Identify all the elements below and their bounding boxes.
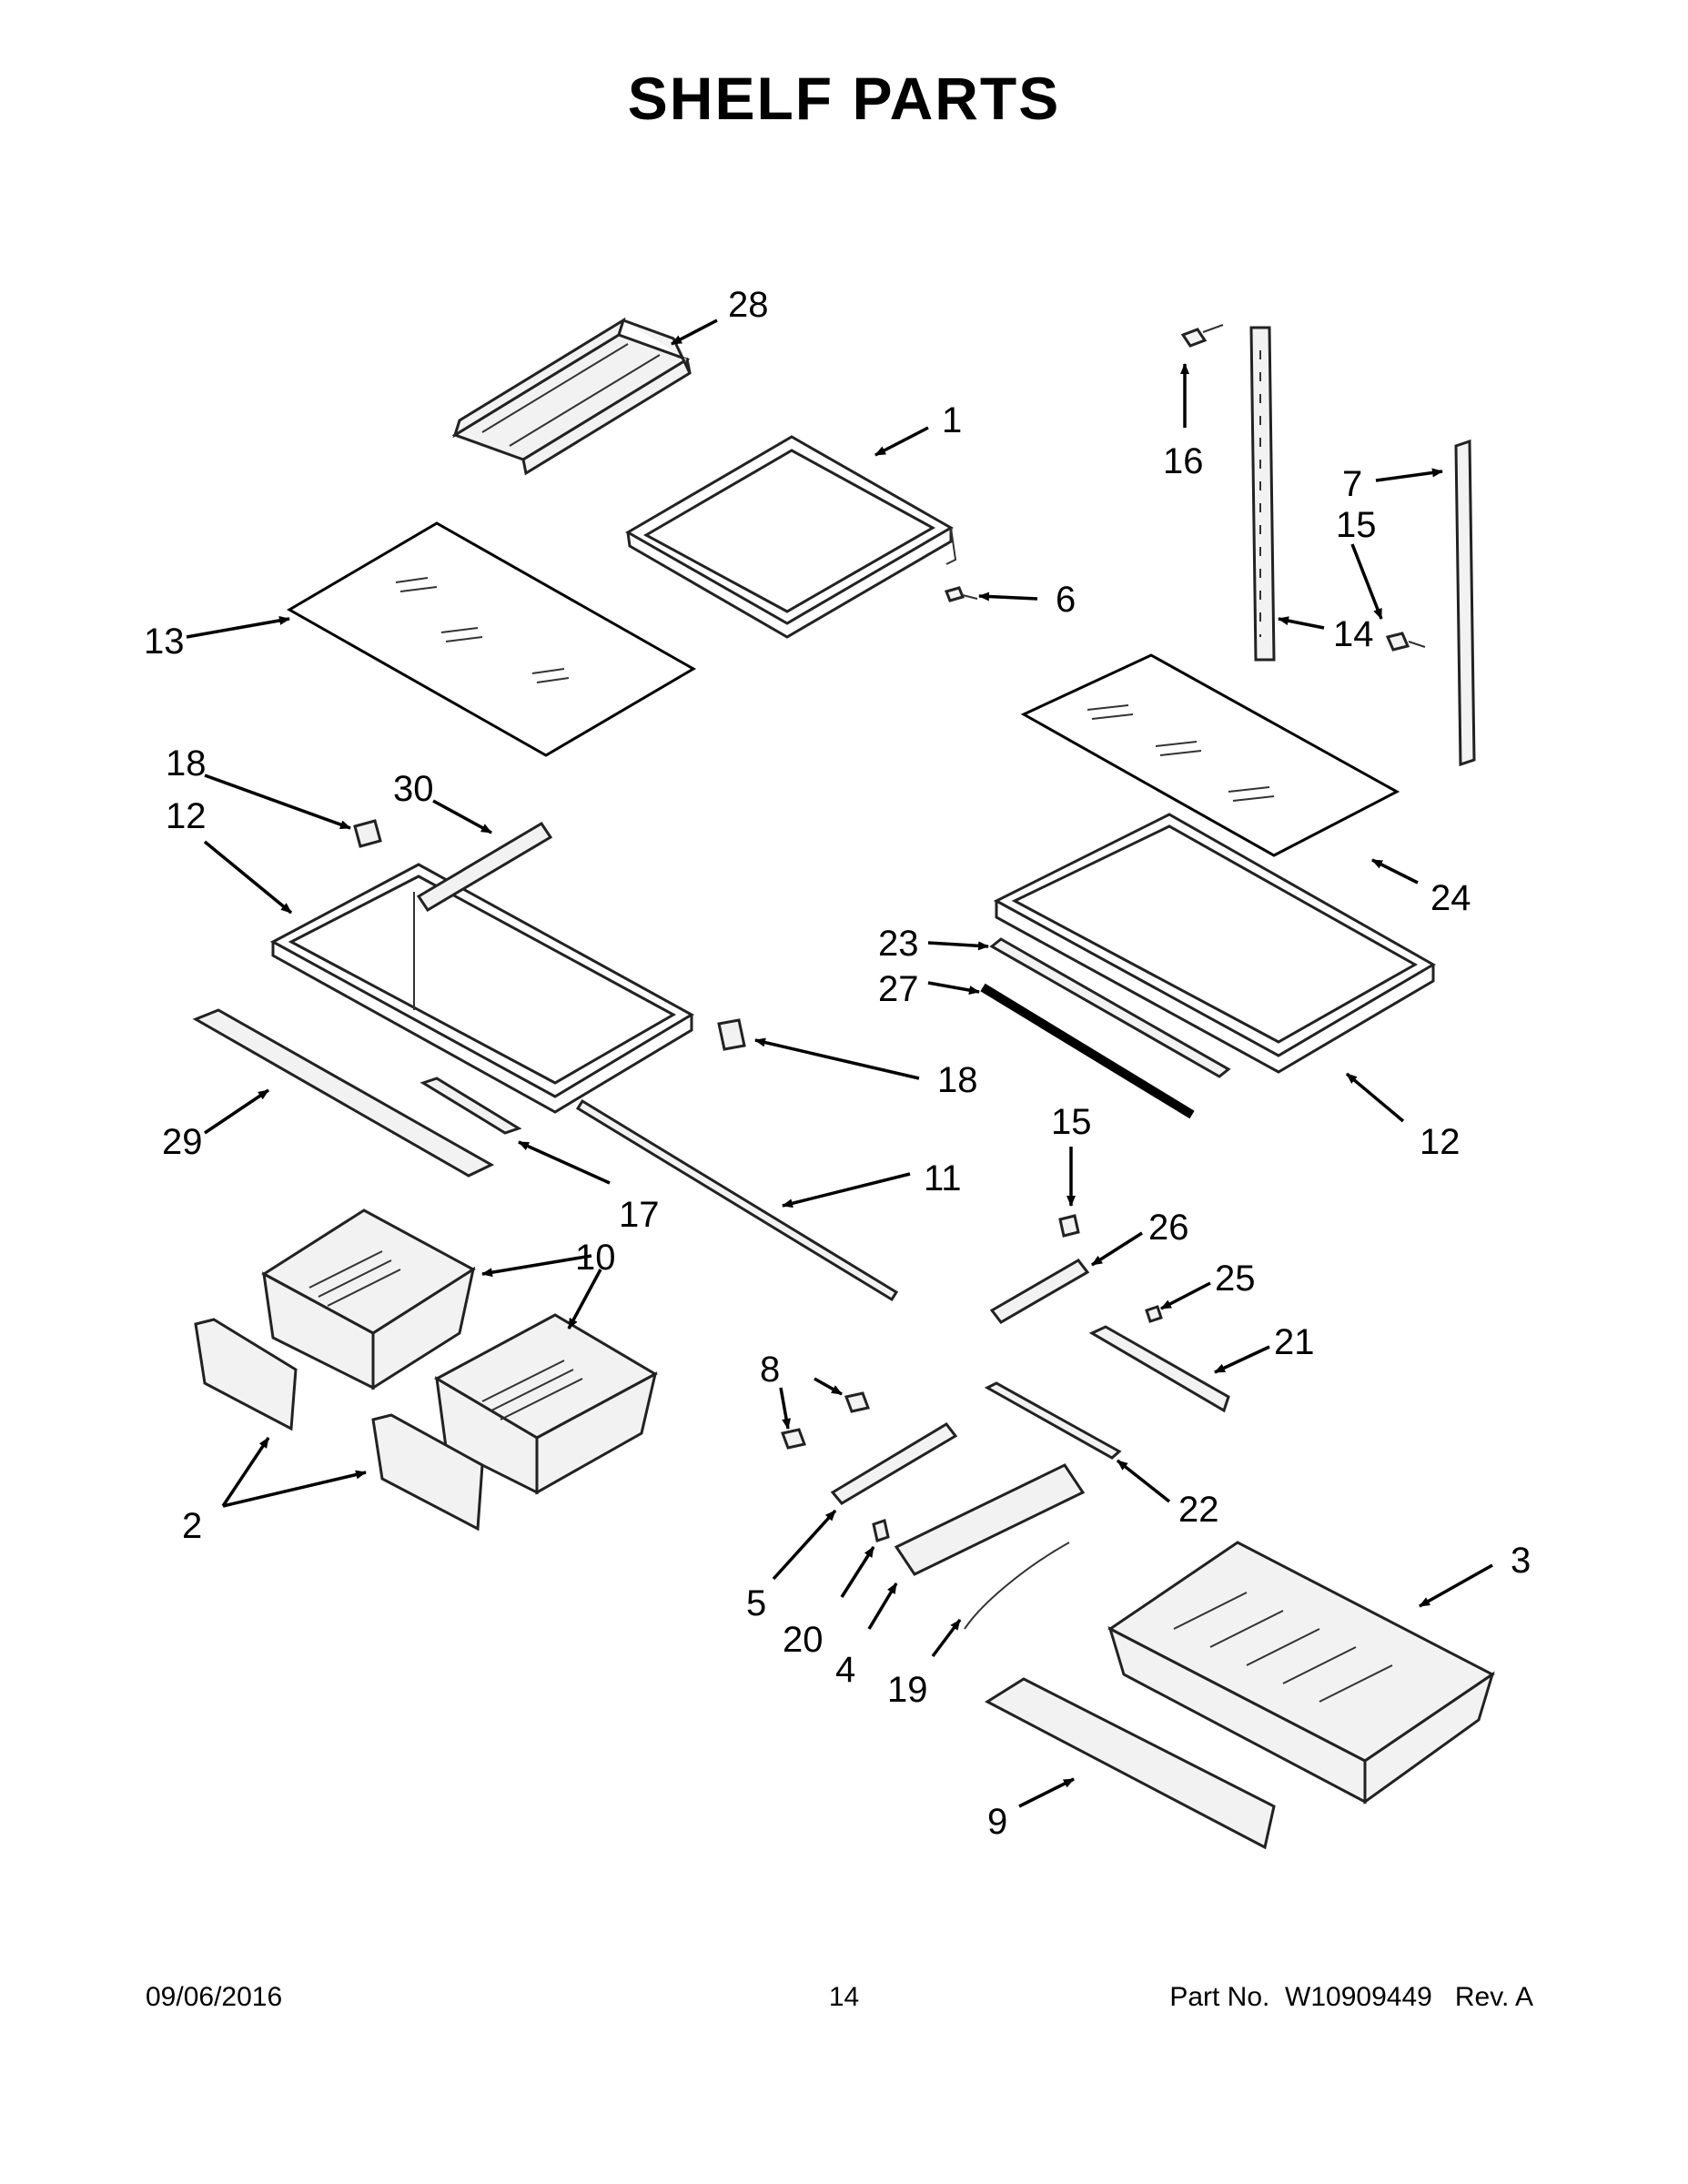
part-18-bracket-top <box>353 819 382 848</box>
callout-15-lower: 15 <box>1051 1102 1092 1142</box>
callout-27: 27 <box>878 969 919 1009</box>
part-2-bin-front-left <box>194 1318 298 1431</box>
part-10-crisper-bin-left <box>261 1208 476 1390</box>
part-22-bracket <box>984 1381 1122 1460</box>
part-12-shelf-frame-right <box>993 813 1436 1074</box>
part-17-slide <box>419 1077 522 1135</box>
callout-29: 29 <box>162 1122 203 1162</box>
part-8-screw-lower <box>780 1428 807 1450</box>
callout-14: 14 <box>1333 614 1374 654</box>
page-title: SHELF PARTS <box>627 65 1061 132</box>
part-29-front-trim <box>192 1008 495 1178</box>
callout-2: 2 <box>182 1506 202 1546</box>
callout-21: 21 <box>1274 1322 1315 1362</box>
callout-30: 30 <box>393 769 434 809</box>
footer-date: 09/06/2016 <box>146 1982 283 2012</box>
callout-18-upper: 18 <box>166 743 207 784</box>
leader-lines <box>186 318 1493 1808</box>
callout-16: 16 <box>1163 441 1204 481</box>
callout-labels: 28 1 16 7 15 13 6 14 18 30 12 24 23 27 2… <box>144 285 1531 1842</box>
part-21-bracket <box>1088 1325 1230 1413</box>
part-5-bracket <box>830 1422 958 1505</box>
callout-10: 10 <box>575 1238 616 1278</box>
callout-12-right: 12 <box>1420 1122 1461 1162</box>
part-8-screw-upper <box>844 1391 871 1413</box>
part-18-bracket-bottom <box>717 1018 746 1051</box>
callout-19: 19 <box>887 1670 928 1710</box>
part-19-wire <box>964 1542 1070 1630</box>
callout-4: 4 <box>835 1650 855 1690</box>
part-10-crisper-bin-right <box>433 1313 659 1495</box>
callout-12-left: 12 <box>166 796 207 836</box>
callout-17: 17 <box>619 1195 660 1235</box>
part-label: Part No. <box>1169 1982 1270 2012</box>
callout-26: 26 <box>1148 1208 1189 1248</box>
callout-13: 13 <box>144 622 185 662</box>
callout-11: 11 <box>924 1158 962 1198</box>
callout-23: 23 <box>878 924 919 964</box>
footer-part-number: Part No. W10909449 Rev. A <box>1169 1982 1533 2013</box>
part-26-bracket <box>989 1259 1090 1324</box>
callout-5: 5 <box>746 1583 766 1623</box>
callout-18-lower: 18 <box>937 1060 978 1100</box>
callout-6: 6 <box>1056 580 1076 620</box>
part-15-screw <box>1385 632 1426 652</box>
callout-20: 20 <box>783 1620 824 1660</box>
part-28-bin <box>451 317 692 476</box>
part-number: W10909449 <box>1285 1982 1432 2012</box>
callout-1: 1 <box>942 400 962 440</box>
part-7-rail <box>1454 439 1476 767</box>
part-27-gasket <box>980 983 1195 1119</box>
part-23-trim <box>989 937 1231 1078</box>
part-20-clip <box>872 1519 890 1542</box>
part-11-rod <box>575 1098 899 1302</box>
part-24-glass <box>1020 653 1400 857</box>
callout-28: 28 <box>728 285 769 325</box>
callout-8: 8 <box>760 1350 780 1390</box>
callout-7: 7 <box>1342 464 1362 504</box>
footer-page-number: 14 <box>828 1982 860 2012</box>
callout-25: 25 <box>1215 1259 1256 1299</box>
part-13-glass <box>286 521 697 757</box>
callout-3: 3 <box>1511 1541 1531 1581</box>
part-15-screw-lower <box>1058 1214 1080 1238</box>
revision: Rev. A <box>1454 1982 1533 2012</box>
part-12-shelf-frame-left <box>269 863 695 1114</box>
part-25-clip <box>1145 1305 1163 1323</box>
callout-24: 24 <box>1430 878 1471 918</box>
part-14-rail <box>1249 326 1276 662</box>
part-3-tray <box>1107 1541 1495 1805</box>
part-16-screw <box>1180 324 1224 348</box>
callout-15-upper: 15 <box>1336 505 1377 545</box>
part-6-screw <box>944 586 978 602</box>
callout-22: 22 <box>1178 1490 1219 1530</box>
part-1-shelf-frame <box>625 435 957 639</box>
part-2-bin-front-right <box>371 1413 484 1532</box>
part-9-tray-front <box>984 1677 1276 1850</box>
part-30-slide <box>416 821 553 913</box>
callout-9: 9 <box>987 1802 1007 1842</box>
part-4-rail <box>894 1463 1086 1576</box>
